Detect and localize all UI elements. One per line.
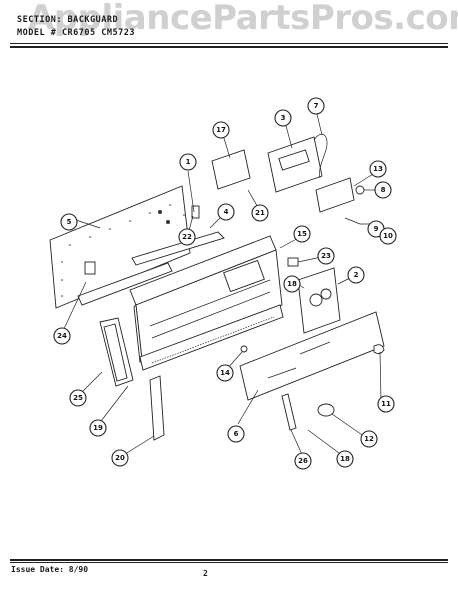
svg-text:2: 2 bbox=[354, 271, 359, 279]
callout-17: 17 bbox=[212, 121, 230, 139]
callout-24: 24 bbox=[53, 327, 71, 345]
part-17-board bbox=[211, 149, 251, 190]
callout-15: 15 bbox=[293, 225, 311, 243]
callout-8: 8 bbox=[374, 181, 392, 199]
part-6-front-panel bbox=[239, 311, 385, 401]
svg-text:21: 21 bbox=[255, 209, 265, 217]
svg-text:26: 26 bbox=[298, 457, 308, 465]
svg-text:12: 12 bbox=[364, 435, 374, 443]
callout-13: 13 bbox=[369, 160, 387, 178]
part-12-knob bbox=[317, 403, 335, 417]
leader-lines bbox=[61, 109, 382, 460]
part-14-screw bbox=[240, 345, 248, 353]
issue-date: Issue Date: 8/90 bbox=[11, 565, 89, 574]
callout-12: 12 bbox=[360, 430, 378, 448]
footer-rule bbox=[10, 559, 448, 561]
part-23-clip bbox=[287, 257, 299, 267]
part-13-switch bbox=[315, 177, 355, 213]
part-2-control-insert bbox=[297, 267, 341, 334]
callout-11: 11 bbox=[377, 395, 395, 413]
svg-text:11: 11 bbox=[381, 400, 391, 408]
callout-18-lower: 18 bbox=[336, 450, 354, 468]
svg-text:6: 6 bbox=[234, 430, 239, 438]
svg-text:25: 25 bbox=[73, 394, 83, 402]
watermark: AppliancePartsPros.com bbox=[28, 0, 458, 38]
svg-text:10: 10 bbox=[383, 232, 393, 240]
callout-25: 25 bbox=[69, 389, 87, 407]
part-24-lower-brace bbox=[77, 262, 173, 306]
header-rule bbox=[10, 43, 448, 45]
callout-23: 23 bbox=[317, 247, 335, 265]
svg-text:18: 18 bbox=[287, 280, 297, 288]
callout-4: 4 bbox=[217, 203, 235, 221]
part-26-strip bbox=[281, 393, 297, 431]
svg-text:15: 15 bbox=[297, 230, 307, 238]
callout-6: 6 bbox=[227, 425, 245, 443]
svg-text:17: 17 bbox=[216, 126, 226, 134]
part-20-side-bracket bbox=[149, 375, 165, 441]
svg-text:23: 23 bbox=[321, 252, 331, 260]
header-rule-thick bbox=[10, 46, 448, 49]
main-console-housing bbox=[129, 235, 283, 363]
callout-14: 14 bbox=[216, 364, 234, 382]
page-number: 2 bbox=[203, 569, 208, 578]
footer-rule-thin bbox=[10, 562, 448, 563]
part-11-knob bbox=[373, 344, 385, 355]
lower-vent-strip bbox=[139, 304, 284, 371]
callout-3: 3 bbox=[274, 109, 292, 127]
svg-text:4: 4 bbox=[224, 208, 229, 216]
callout-10: 10 bbox=[379, 227, 397, 245]
svg-text:20: 20 bbox=[115, 454, 125, 462]
svg-text:5: 5 bbox=[67, 218, 72, 226]
callout-22: 22 bbox=[178, 228, 196, 246]
svg-text:18: 18 bbox=[340, 455, 350, 463]
svg-text:19: 19 bbox=[93, 424, 103, 432]
svg-text:14: 14 bbox=[220, 369, 230, 377]
callout-2: 2 bbox=[347, 266, 365, 284]
callout-19: 19 bbox=[89, 419, 107, 437]
svg-text:13: 13 bbox=[373, 165, 383, 173]
svg-text:9: 9 bbox=[374, 225, 379, 233]
section-title: SECTION: BACKGUARD bbox=[17, 15, 119, 25]
callout-5: 5 bbox=[60, 213, 78, 231]
callout-1: 1 bbox=[179, 153, 197, 171]
part-5-rear-panel bbox=[49, 185, 191, 309]
part-22-bracket bbox=[191, 205, 200, 219]
part-3-clock-unit bbox=[267, 136, 323, 193]
svg-text:1: 1 bbox=[186, 158, 191, 166]
callout-21: 21 bbox=[251, 204, 269, 222]
svg-text:24: 24 bbox=[57, 332, 67, 340]
callout-18-upper: 18 bbox=[283, 275, 301, 293]
svg-text:22: 22 bbox=[182, 233, 192, 241]
svg-text:3: 3 bbox=[281, 114, 286, 122]
part-8-knob bbox=[355, 185, 365, 195]
callout-26: 26 bbox=[294, 452, 312, 470]
svg-text:8: 8 bbox=[381, 186, 386, 194]
model-line: MODEL # CR6705 CM5723 bbox=[17, 28, 135, 38]
part-9-screw bbox=[344, 217, 361, 225]
callout-7: 7 bbox=[307, 97, 325, 115]
part-7-wire-harness bbox=[313, 133, 328, 179]
callout-20: 20 bbox=[111, 449, 129, 467]
svg-text:7: 7 bbox=[314, 102, 319, 110]
